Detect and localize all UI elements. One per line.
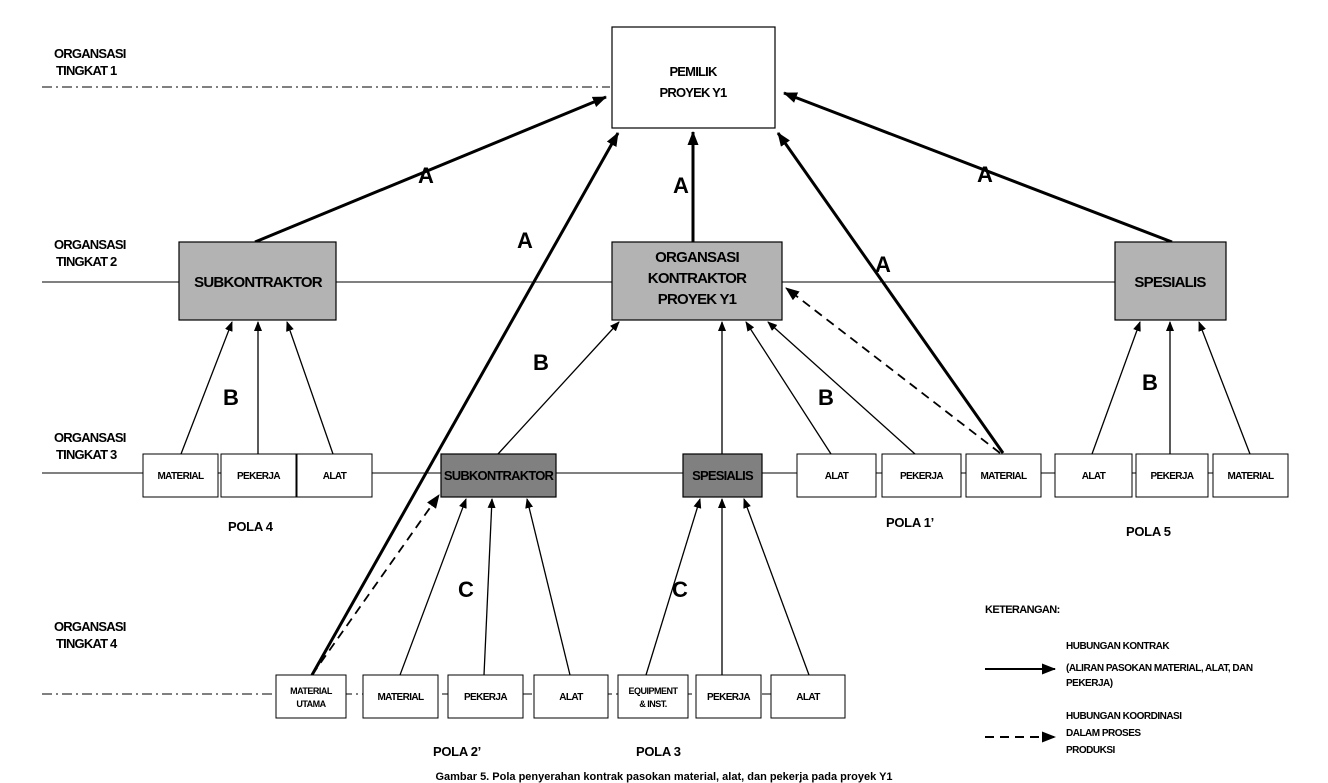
pekerja-p2-label: PEKERJA [464,692,507,703]
relation-b-subkon-l3: B [533,350,549,375]
level-1-label-line2: TINGKAT 1 [56,63,117,78]
level-4-nodes: MATERIAL UTAMA MATERIAL PEKERJA ALAT EQU… [275,674,846,719]
equipment-label-line2: & INST. [639,699,667,709]
relation-c-pola2: C [458,577,474,602]
material-p5-label: MATERIAL [1227,471,1274,482]
arrow-spesialis-to-owner [783,91,1173,244]
subkontraktor-l2-label: SUBKONTRAKTOR [194,274,323,291]
alat-p1-label: ALAT [825,471,849,482]
relation-b-pola5: B [1142,370,1158,395]
arrow-alat-p4-to-subkon [286,321,334,455]
material-l4-label: MATERIAL [377,692,424,703]
arrow-material-to-subkon-l3 [399,498,467,676]
spesialis-l2-node: SPESIALIS [1114,241,1227,321]
arrow-material-p4-to-subkon [180,321,233,455]
kontraktor-label-line1: ORGANSASI [655,249,739,266]
relation-a-subkon: A [418,163,434,188]
relation-letters: A A A A A B B B B C C [223,162,1158,602]
arrow-alat-p2-to-subkon-l3 [525,498,571,676]
arrow-pekerja-p1-to-kontraktor [767,321,916,455]
relation-a-material-p1: A [875,252,891,277]
subkontraktor-l2-node: SUBKONTRAKTOR [178,241,337,321]
arrow-pekerja-p2-to-subkon-l3 [483,498,496,676]
legend-contract-line1: HUBUNGAN KONTRAK [1066,641,1170,652]
pola-5-label: POLA 5 [1126,524,1171,539]
spesialis-l3-label: SPESIALIS [692,468,754,483]
legend-coordination-line2: DALAM PROSES [1066,728,1141,739]
level-1-label-line1: ORGANSASI [54,46,126,61]
relation-b-pola4: B [223,385,239,410]
relation-b-pola1: B [818,385,834,410]
kontraktor-label-line3: PROYEK Y1 [658,291,737,308]
legend-contract-line3: PEKERJA) [1066,678,1113,689]
alat-p4-label: ALAT [323,471,347,482]
pekerja-p5-label: PEKERJA [1150,471,1193,482]
alat-p5-label: ALAT [1082,471,1106,482]
arrow-equipment-to-spesialis-l3 [645,498,702,676]
coordination-arrows [311,287,1001,676]
figure-caption: Gambar 5. Pola penyerahan kontrak pasoka… [435,771,892,783]
material-p1-label: MATERIAL [980,471,1027,482]
arrow-material-utama-to-owner [310,132,620,676]
level-2-label-line1: ORGANSASI [54,237,126,252]
pekerja-p3-label: PEKERJA [707,692,750,703]
coord-material-utama-to-subkon-l3 [311,494,440,676]
relation-a-kontraktor: A [673,173,689,198]
contract-arrows-bold [254,91,1173,676]
legend: KETERANGAN: HUBUNGAN KONTRAK (ALIRAN PAS… [985,604,1253,756]
legend-contract-line2: (ALIRAN PASOKAN MATERIAL, ALAT, DAN [1066,663,1253,674]
relation-a-material-utama: A [517,228,533,253]
equipment-label-line1: EQUIPMENT [628,686,678,696]
legend-coordination-line3: PRODUKSI [1066,745,1116,756]
arrow-alat-p1-to-kontraktor [745,321,832,455]
owner-label-line2: PROYEK Y1 [660,85,728,100]
arrow-subkon-to-owner [254,95,607,244]
pola-1-label: POLA 1’ [886,515,934,530]
relation-c-pola3: C [672,577,688,602]
pola-4-label: POLA 4 [228,519,274,534]
owner-node: PEMILIK PROYEK Y1 [611,26,776,129]
material-p4-label: MATERIAL [157,471,204,482]
subkontraktor-l3-label: SUBKONTRAKTOR [444,468,555,483]
legend-coordination-line1: HUBUNGAN KOORDINASI [1066,711,1182,722]
legend-title: KETERANGAN: [985,604,1060,616]
level-2-label-line2: TINGKAT 2 [56,254,117,269]
pekerja-p4-label: PEKERJA [237,471,280,482]
alat-p3-label: ALAT [796,692,820,703]
level-3-nodes: MATERIAL PEKERJA ALAT SUBKONTRAKTOR SPES… [142,453,1289,498]
level-3-label-line1: ORGANSASI [54,430,126,445]
level-3-label-line2: TINGKAT 3 [56,447,117,462]
alat-p2-label: ALAT [559,692,583,703]
arrow-subkon-l3-to-kontraktor [497,321,620,455]
pattern-labels: POLA 4 POLA 1’ POLA 5 POLA 2’ POLA 3 [228,515,1171,759]
level-4-label-line1: ORGANSASI [54,619,126,634]
pola-2-label: POLA 2’ [433,744,481,759]
owner-label-line1: PEMILIK [669,64,718,79]
spesialis-l2-label: SPESIALIS [1134,274,1206,291]
arrow-material-p1-to-owner [776,132,1005,454]
material-utama-label-line1: MATERIAL [290,686,333,696]
kontraktor-label-line2: KONTRAKTOR [648,270,747,287]
pola-3-label: POLA 3 [636,744,681,759]
arrow-alat-p5-to-spesialis [1091,321,1141,455]
material-utama-label-line2: UTAMA [296,699,326,709]
arrow-alat-p3-to-spesialis-l3 [743,498,810,676]
coord-material-p1-to-kontraktor [785,287,1001,454]
pekerja-p1-label: PEKERJA [900,471,943,482]
level-4-label-line2: TINGKAT 4 [56,636,118,651]
level-labels: ORGANSASI TINGKAT 1 ORGANSASI TINGKAT 2 … [54,46,127,651]
contract-arrows-thin [180,321,1251,676]
relation-a-spesialis: A [977,162,993,187]
arrow-material-p5-to-spesialis [1198,321,1251,455]
kontraktor-node: ORGANSASI KONTRAKTOR PROYEK Y1 [611,241,783,321]
